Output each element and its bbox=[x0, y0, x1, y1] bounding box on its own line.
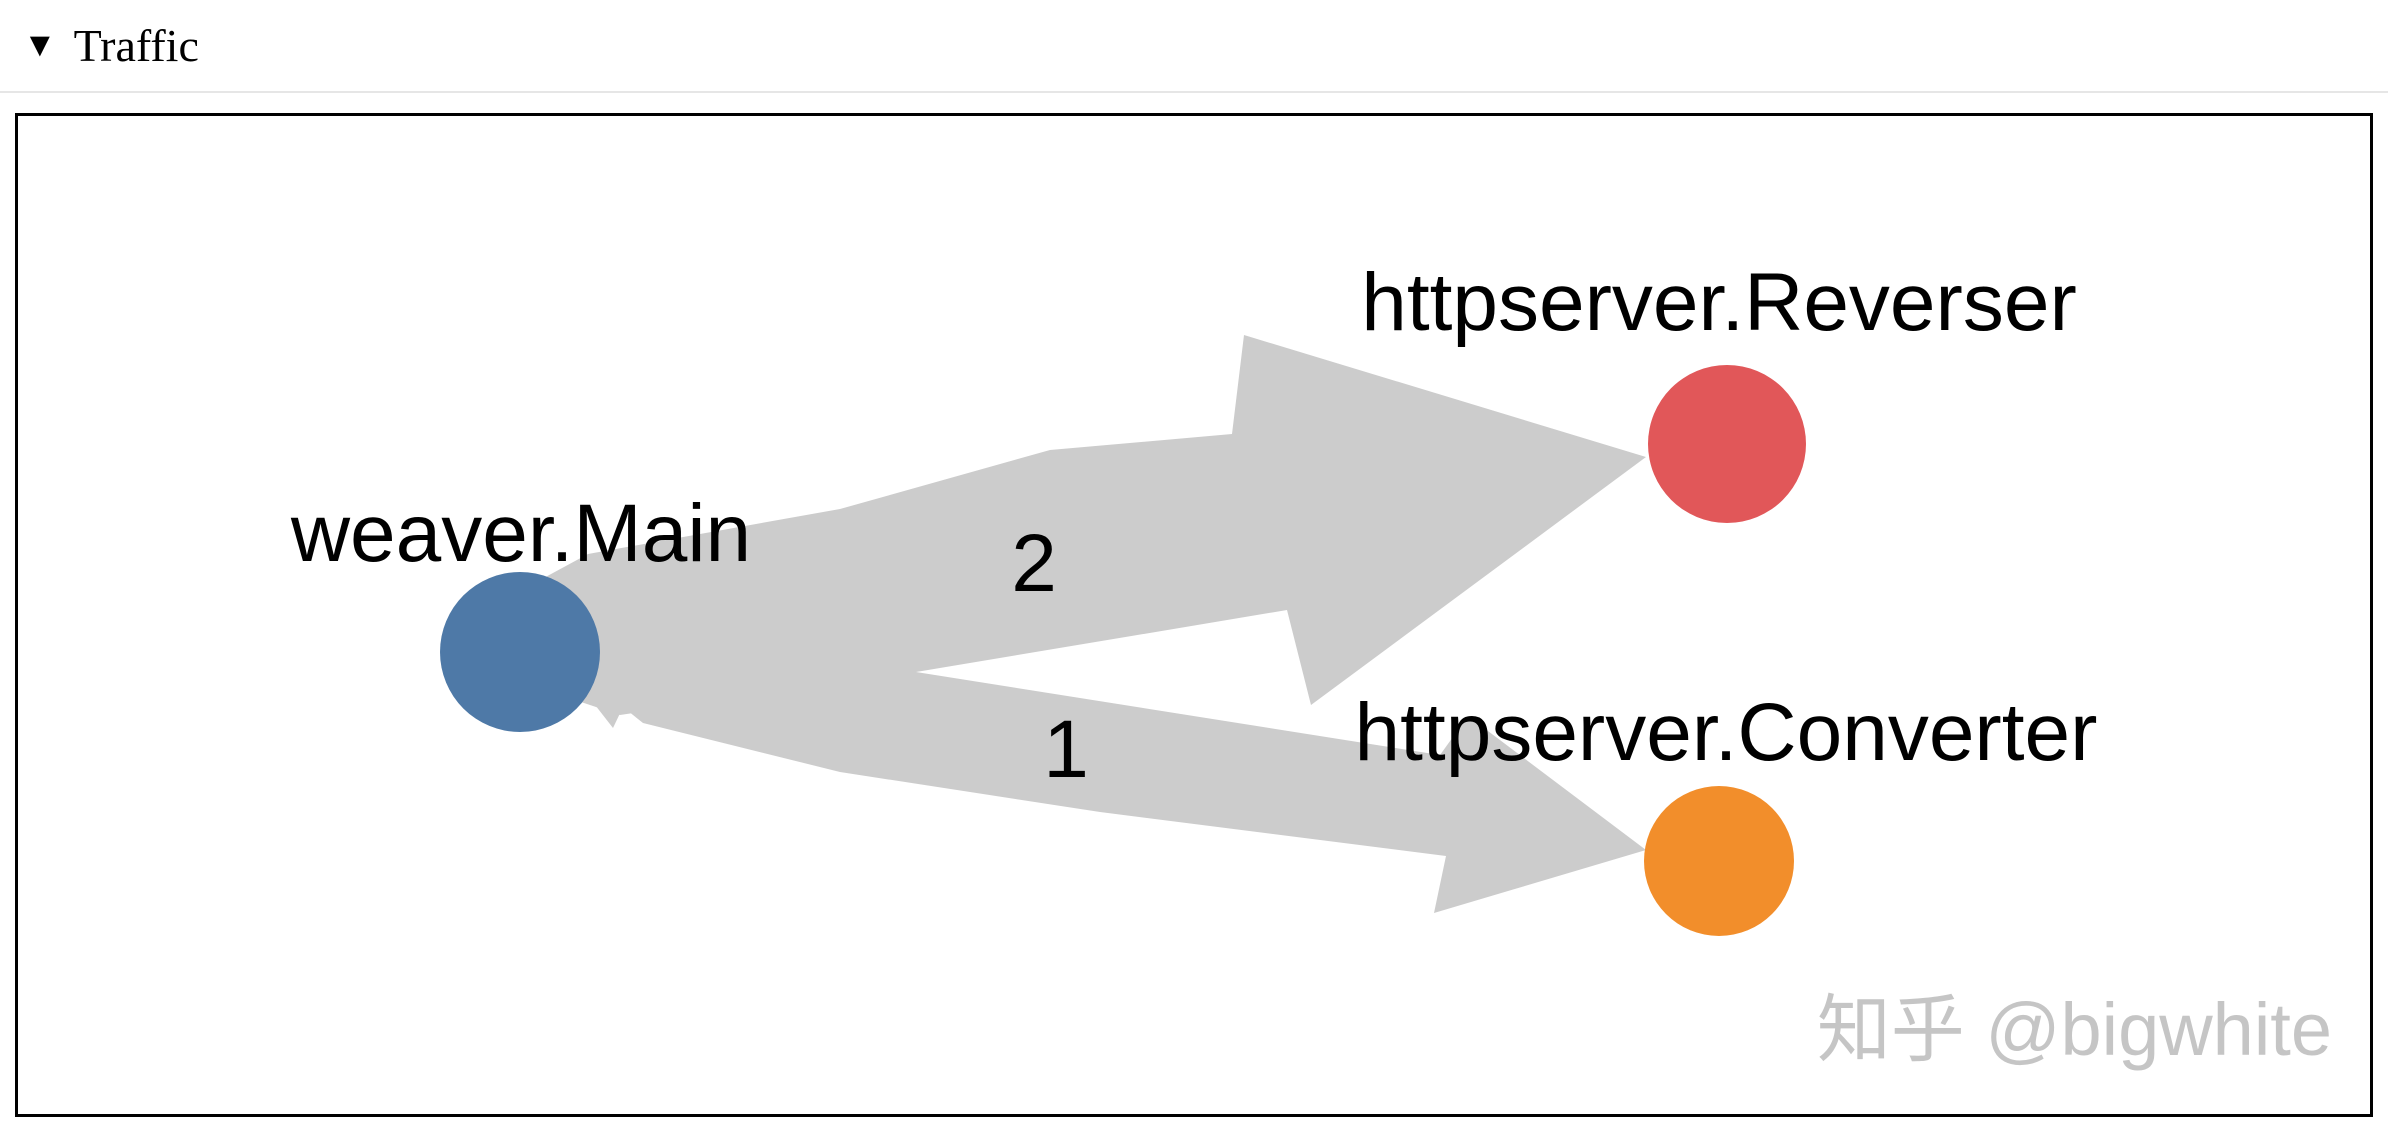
edge-arrow-main-to-converter bbox=[560, 640, 1646, 913]
watermark: 知乎 @bigwhite bbox=[1817, 988, 2332, 1071]
node-label-weaver-main: weaver.Main bbox=[290, 488, 751, 579]
edge-label-traffic-reverser: 2 bbox=[1011, 518, 1057, 609]
section-title: Traffic bbox=[73, 19, 199, 71]
traffic-section-header[interactable]: ▼ Traffic bbox=[0, 0, 2388, 91]
traffic-graph-panel: weaver.Main httpserver.Reverser httpserv… bbox=[15, 113, 2373, 1117]
collapse-triangle-icon[interactable]: ▼ bbox=[23, 26, 57, 64]
edge-label-traffic-converter: 1 bbox=[1043, 704, 1089, 795]
node-weaver-main bbox=[440, 572, 600, 732]
node-httpserver-converter bbox=[1644, 786, 1794, 936]
node-httpserver-reverser bbox=[1648, 365, 1806, 523]
traffic-graph-svg: weaver.Main httpserver.Reverser httpserv… bbox=[290, 257, 2336, 1075]
node-label-httpserver-reverser: httpserver.Reverser bbox=[1361, 257, 2077, 348]
watermark-shadow: 知乎 @bigwhite bbox=[1821, 992, 2336, 1075]
header-divider bbox=[0, 91, 2388, 93]
node-label-httpserver-converter: httpserver.Converter bbox=[1355, 687, 2098, 778]
edge-arrow-main-to-reverser bbox=[540, 335, 1646, 715]
